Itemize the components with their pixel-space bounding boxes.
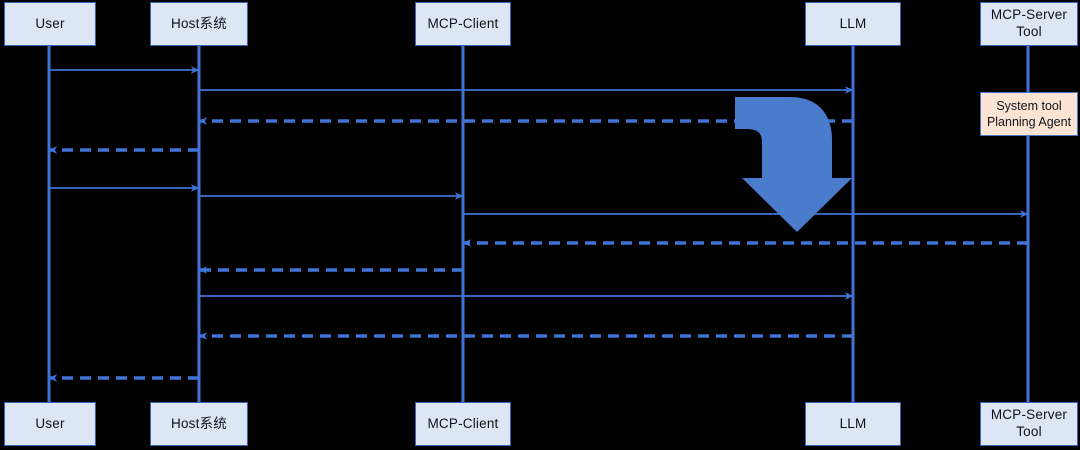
participant-label-llm-top: LLM [839, 15, 867, 31]
messages-group [48, 66, 1029, 382]
planning-loop-arrow [735, 97, 852, 232]
participant-label-client-bottom: MCP-Client [427, 415, 499, 431]
participant-box-host-bottom[interactable]: Host系统 [150, 402, 248, 446]
participant-label-server-top: MCP-Server Tool [990, 7, 1068, 39]
participant-box-llm-bottom[interactable]: LLM [805, 402, 901, 446]
participant-box-llm-top[interactable]: LLM [805, 2, 901, 46]
participant-box-user-bottom[interactable]: User [4, 402, 96, 446]
participant-label-host-top: Host系统 [171, 15, 227, 31]
participant-label-user-bottom: User [35, 415, 65, 431]
participant-label-user-top: User [35, 15, 65, 31]
participant-label-host-bottom: Host系统 [171, 415, 227, 431]
participant-label-llm-bottom: LLM [839, 415, 867, 431]
participant-box-host-top[interactable]: Host系统 [150, 2, 248, 46]
participant-label-server-bottom: MCP-Server Tool [990, 407, 1068, 439]
note-label: System tool Planning Agent [986, 98, 1072, 129]
participant-box-client-top[interactable]: MCP-Client [415, 2, 511, 46]
planning-loop-arrow-group [735, 97, 852, 232]
participant-box-server-bottom[interactable]: MCP-Server Tool [980, 402, 1078, 446]
participant-label-client-top: MCP-Client [427, 15, 499, 31]
participant-box-server-top[interactable]: MCP-Server Tool [980, 2, 1078, 46]
lifelines-group [47, 46, 1030, 402]
note-system-tool-planning-agent: System tool Planning Agent [980, 92, 1078, 136]
participant-box-user-top[interactable]: User [4, 2, 96, 46]
participant-box-client-bottom[interactable]: MCP-Client [415, 402, 511, 446]
